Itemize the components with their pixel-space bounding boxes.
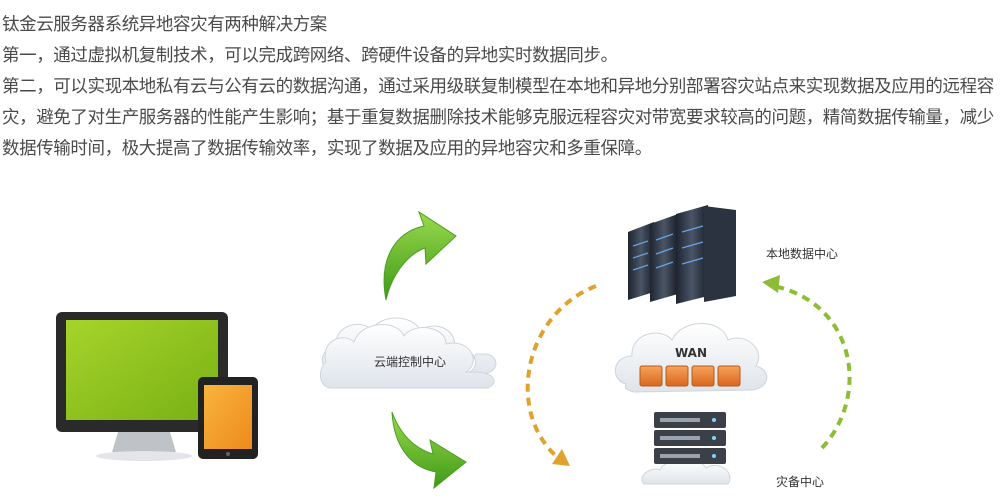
wan-disk-array-icon [639,365,741,387]
solution-one-paragraph: 第一，通过虚拟机复制技术，可以完成跨网络、跨硬件设备的异地实时数据同步。 [2,46,618,66]
cloud-control-center-label: 云端控制中心 [374,354,446,369]
orange-dashed-replication-arrow-icon [525,284,597,466]
cloud-control-center-icon: 云端控制中心 [320,317,497,389]
green-dashed-recovery-arrow-icon [762,275,852,450]
local-data-center-servers-icon [628,205,736,304]
wan-label: WAN [675,346,707,360]
wan-cloud-icon: WAN [615,323,768,393]
tablet-icon [198,377,258,459]
upward-green-arrow-icon [383,210,457,301]
article-title: 钛金云服务器系统异地容灾有两种解决方案 [2,15,327,35]
downward-green-arrow-icon [391,411,467,490]
backup-center-label: 灾备中心 [776,474,824,489]
article-text: 钛金云服务器系统异地容灾有两种解决方案 第一，通过虚拟机复制技术，可以完成跨网络… [2,10,1000,165]
desktop-monitor-icon [56,312,228,461]
solution-two-paragraph: 第二，可以实现本地私有云与公有云的数据沟通，通过采用级联复制模型在本地和异地分别… [2,77,994,159]
backup-center-server-icon [641,412,731,485]
local-data-center-label: 本地数据中心 [766,246,838,261]
